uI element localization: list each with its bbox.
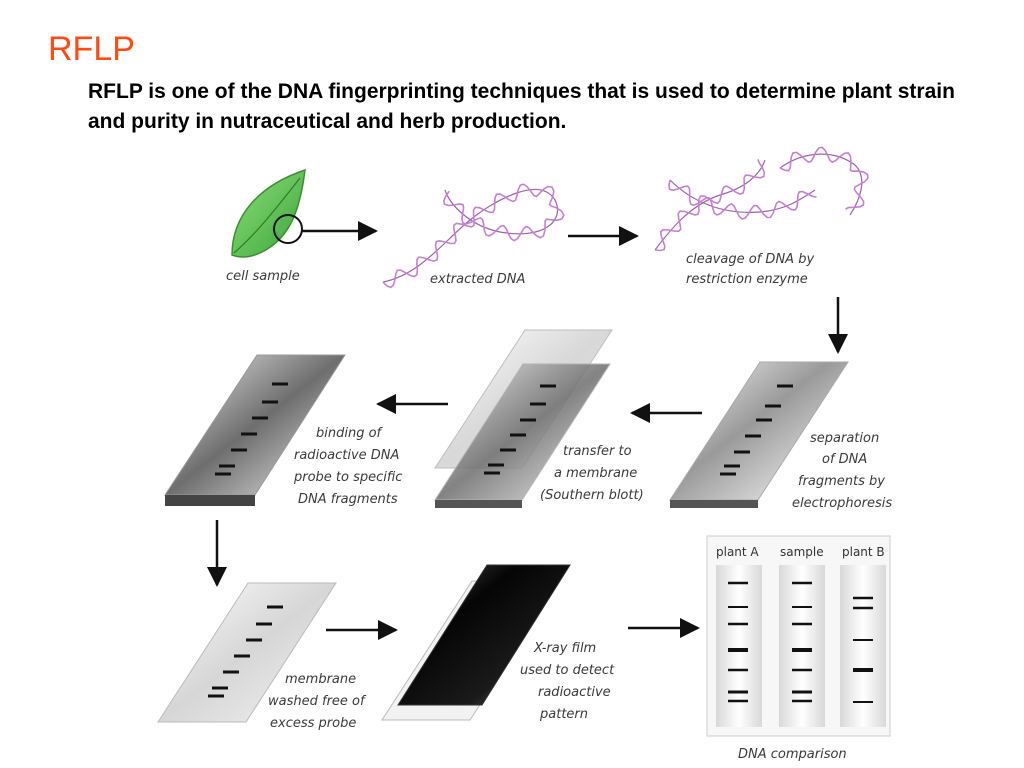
label-cleavage-2: restriction enzyme <box>686 272 808 287</box>
label-transfer-1: transfer to <box>563 444 632 459</box>
label-transfer-3: (Southern blott) <box>540 488 644 503</box>
cleaved-dna-coil <box>654 146 869 252</box>
label-washed-1: membrane <box>285 672 356 687</box>
label-binding-4: DNA fragments <box>298 492 398 507</box>
label-separation-3: fragments by <box>798 474 885 489</box>
sample-bands <box>792 581 812 703</box>
washed-membrane <box>157 582 337 723</box>
label-cell-sample: cell sample <box>226 269 300 284</box>
leaf-icon <box>231 168 306 258</box>
extracted-dna-coil <box>382 183 565 289</box>
membrane-transfer <box>434 329 613 508</box>
label-washed-3: excess probe <box>270 716 356 731</box>
dna-helix <box>779 146 869 210</box>
label-xray-3: radioactive <box>538 685 611 700</box>
xray-film <box>381 564 571 721</box>
label-washed-2: washed free of <box>268 694 367 709</box>
lane-label-plant-b: plant B <box>842 545 885 559</box>
label-binding-2: radioactive DNA <box>294 448 399 463</box>
label-separation-1: separation <box>810 431 879 446</box>
label-xray-2: used to detect <box>520 663 615 678</box>
plant-b-bands <box>853 596 873 703</box>
lane-label-sample: sample <box>780 545 824 559</box>
dna-helix <box>668 179 817 220</box>
label-dna-comparison: DNA comparison <box>738 747 847 762</box>
electrophoresis-gel <box>669 361 849 508</box>
label-extracted-dna: extracted DNA <box>430 272 525 287</box>
dna-helix <box>654 159 766 252</box>
label-separation-2: of DNA <box>822 452 867 467</box>
label-cleavage-1: cleavage of DNA by <box>686 252 814 267</box>
label-separation-4: electrophoresis <box>792 496 892 511</box>
slide-title: RFLP <box>48 30 135 68</box>
probe-binding-gel <box>164 354 346 506</box>
lane-label-plant-a: plant A <box>716 545 759 559</box>
label-xray-1: X-ray film <box>533 641 596 656</box>
plant-a-bands <box>728 581 748 703</box>
label-binding-1: binding of <box>316 426 384 441</box>
dna-helix <box>382 183 565 289</box>
dna-comparison-panel: plant A sample plant B <box>706 535 891 737</box>
slide-subtitle: RFLP is one of the DNA fingerprinting te… <box>88 80 955 133</box>
label-transfer-2: a membrane <box>554 466 637 481</box>
label-xray-4: pattern <box>539 707 588 722</box>
label-binding-3: probe to specific <box>293 470 402 485</box>
